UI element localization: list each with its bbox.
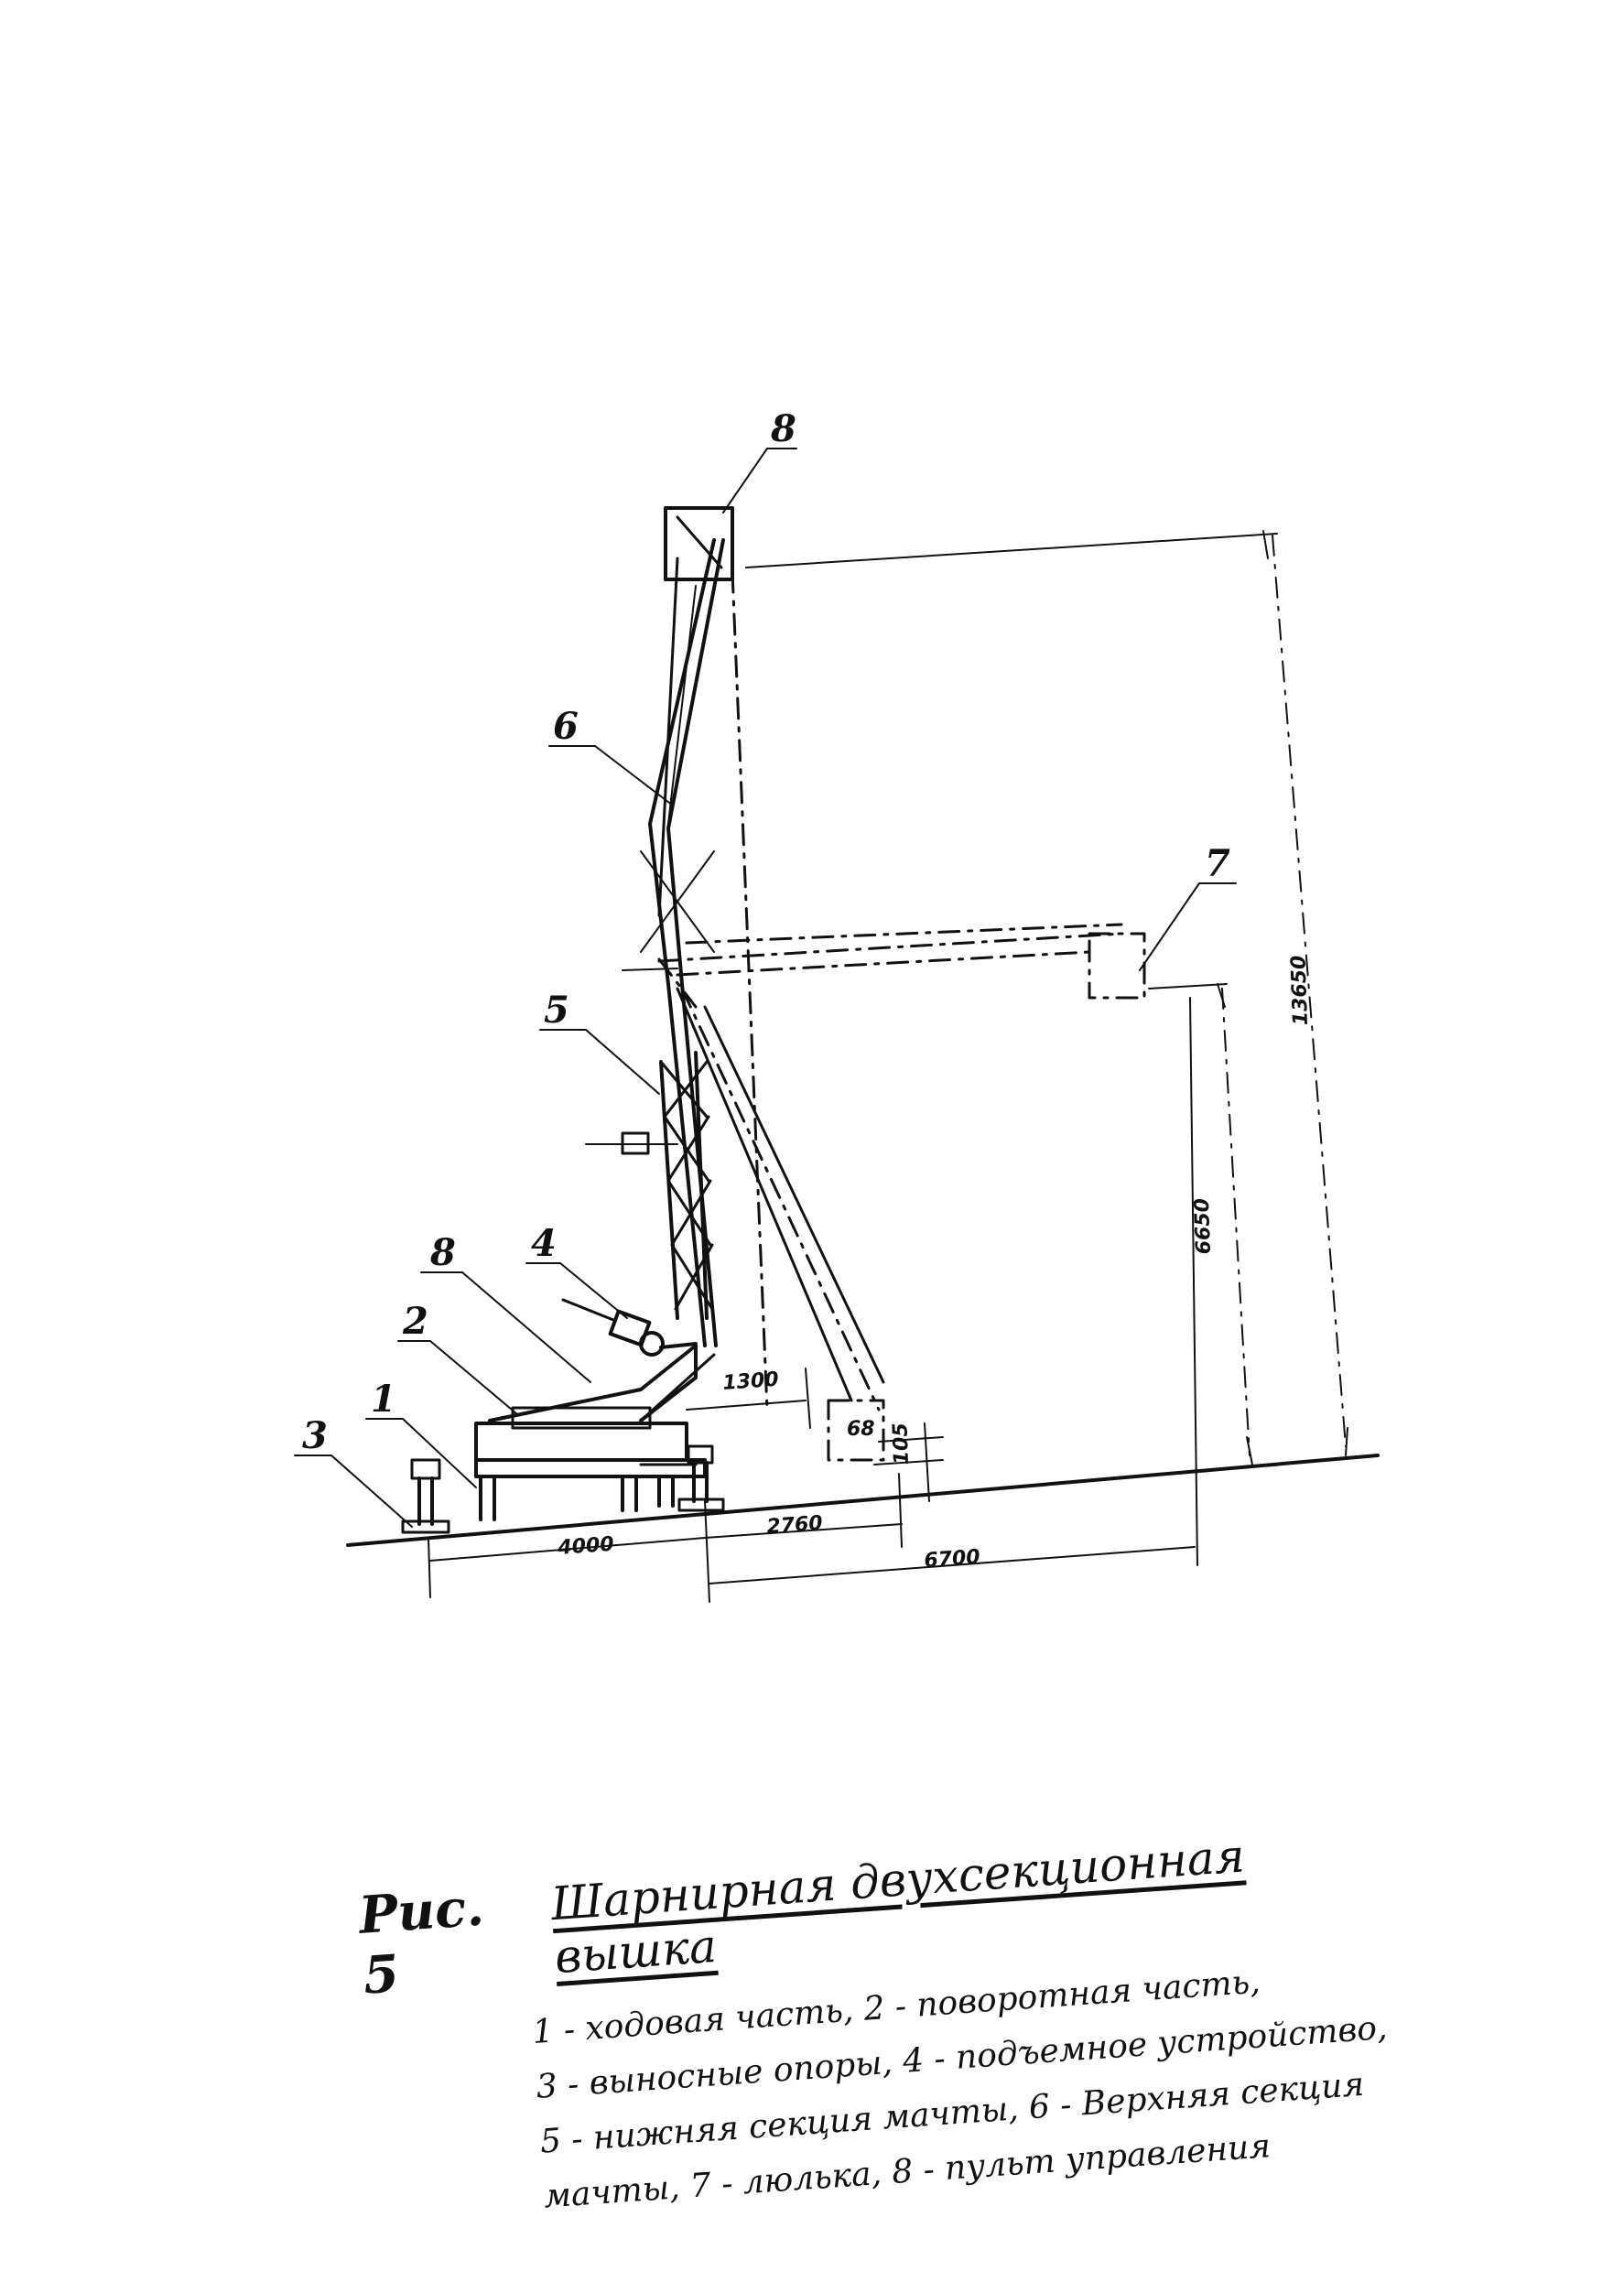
callout-7: 7 <box>1205 842 1230 885</box>
chassis <box>474 1406 707 1521</box>
dim-105: 105 <box>889 1422 914 1465</box>
callout-4: 4 <box>531 1222 557 1265</box>
callout-5: 5 <box>544 989 569 1032</box>
top-cradle <box>664 506 734 581</box>
dim-2760: 2760 <box>766 1512 824 1539</box>
ground-line <box>346 1454 1380 1547</box>
lifting-device <box>561 1298 698 1357</box>
turret <box>488 1344 716 1422</box>
dimension-lines <box>428 530 1348 1603</box>
callout-3: 3 <box>302 1414 328 1457</box>
callout-leaders <box>294 448 1237 1528</box>
svg-text:68: 68 <box>847 1418 875 1441</box>
dim-4000: 4000 <box>557 1533 615 1560</box>
callout-8-top: 8 <box>770 407 796 450</box>
lowered-position: 68 <box>676 570 885 1462</box>
extended-boom <box>622 923 1146 1009</box>
outrigger-supports <box>401 1444 725 1534</box>
callout-8-turret: 8 <box>429 1231 456 1274</box>
figure-caption: Рис. 5 Шарнирная двухсекционная вышка 1 … <box>357 1815 1389 2236</box>
callout-1: 1 <box>371 1378 396 1421</box>
dim-13650: 13650 <box>1287 955 1313 1025</box>
dim-6700: 6700 <box>924 1546 981 1573</box>
callout-2: 2 <box>402 1300 428 1343</box>
callout-6: 6 <box>553 705 579 748</box>
dim-1300: 1300 <box>722 1368 780 1395</box>
lower-mast-section <box>585 982 718 1347</box>
upper-mast-section <box>640 538 725 986</box>
dim-6650: 6650 <box>1191 1198 1216 1255</box>
figure-label: Рис. 5 <box>357 1876 486 2006</box>
